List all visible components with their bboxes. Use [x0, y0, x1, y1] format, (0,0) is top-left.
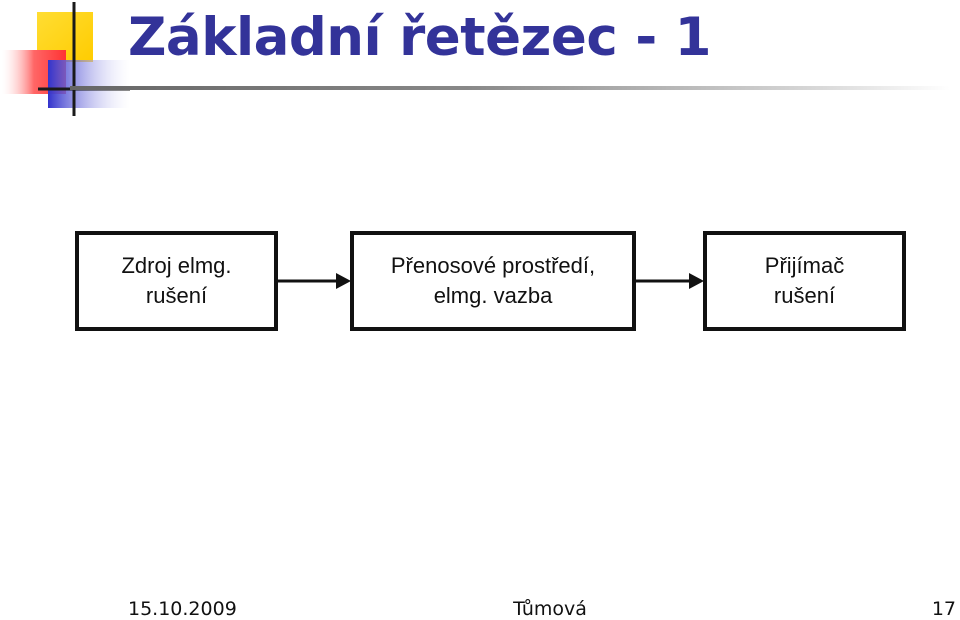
box-source-line2: rušení [145, 283, 208, 308]
arrow-1 [278, 273, 351, 289]
corner-decoration [2, 2, 130, 116]
diagram-box-source: Zdroj elmg. rušení [75, 231, 278, 331]
box-medium-line1: Přenosové prostředí, [390, 253, 596, 278]
box-receiver-line1: Přijímač [764, 253, 845, 278]
footer-author: Tůmová [513, 598, 587, 620]
box-receiver-line2: rušení [773, 283, 836, 308]
arrow-2 [636, 273, 704, 289]
box-medium-line2: elmg. vazba [433, 283, 553, 308]
footer-date: 15.10.2009 [128, 598, 237, 620]
diagram-box-medium: Přenosové prostředí, elmg. vazba [350, 231, 636, 331]
deco-blue-square [48, 60, 130, 108]
title-underline [70, 86, 950, 90]
footer-page-number: 17 [931, 598, 956, 620]
box-source-line1: Zdroj elmg. [121, 253, 232, 278]
slide-title: Základní řetězec - 1 [128, 7, 712, 68]
diagram-box-receiver: Přijímač rušení [703, 231, 906, 331]
